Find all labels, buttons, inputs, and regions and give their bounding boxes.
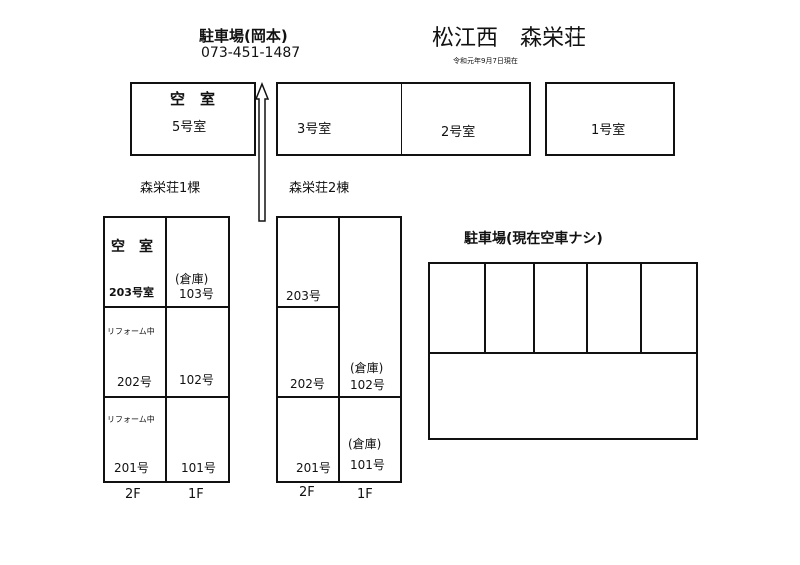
b1-r201-status: リフォーム中: [107, 415, 155, 424]
room-divider: [401, 83, 403, 155]
room-3-label: 3号室: [297, 122, 332, 137]
parking-space-divider: [484, 264, 486, 353]
b1-r202-label: 202号: [117, 375, 152, 389]
b2-r101-note: (倉庫): [348, 437, 382, 451]
b1-floor-1f: 1F: [188, 487, 204, 502]
b1-r203-status: 空 室: [111, 239, 153, 255]
room-1: 1号室: [545, 82, 675, 156]
arrow-up-icon: [254, 82, 270, 222]
b2-floor-2f: 2F: [299, 485, 315, 500]
b1-floor-2f: 2F: [125, 487, 141, 502]
parking-lot-label: 駐車場(現在空車ナシ): [464, 231, 603, 247]
room-2-label: 2号室: [441, 125, 476, 140]
building-1: 空 室 203号室 (倉庫) 103号 リフォーム中 202号 102号 リフォ…: [103, 216, 230, 483]
room-1-label: 1号室: [591, 123, 626, 138]
parking-lot: [428, 262, 698, 440]
b1-r103-note: (倉庫): [175, 272, 209, 286]
b2-r102-label: 102号: [350, 378, 385, 392]
b2-r102-note: (倉庫): [350, 361, 384, 375]
building-1-label: 森栄荘1棵: [140, 181, 201, 196]
b1-r102-label: 102号: [179, 373, 214, 387]
rooms-1-3-block: 3号室 2号室: [276, 82, 531, 156]
room-5-status: 空 室: [170, 90, 216, 108]
phone-number: 073-451-1487: [201, 45, 301, 61]
b2-r101-label: 101号: [350, 458, 385, 472]
b1-r203-label: 203号室: [109, 286, 154, 299]
room-5: 空 室 5号室: [130, 82, 256, 156]
b2-r203-label: 203号: [286, 289, 321, 303]
building-2-label: 森栄荘2棟: [289, 181, 350, 196]
b1-r103-label: 103号: [179, 287, 214, 301]
parking-space-divider: [640, 264, 642, 353]
page-title: 松江西 森栄荘: [432, 26, 587, 51]
b2-floor-1f: 1F: [357, 487, 373, 502]
b1-r101-label: 101号: [181, 461, 216, 475]
b2-r201-label: 201号: [296, 461, 331, 475]
parking-space-divider: [533, 264, 535, 353]
building-2: 203号 202号 (倉庫) 102号 201号 (倉庫) 101号: [276, 216, 402, 483]
parking-owner-label: 駐車場(岡本): [199, 27, 288, 45]
date-label: 令和元年9月7日現在: [453, 57, 518, 65]
b1-r201-label: 201号: [114, 461, 149, 475]
room-5-label: 5号室: [172, 120, 207, 135]
b2-r202-label: 202号: [290, 377, 325, 391]
parking-space-divider: [586, 264, 588, 353]
b1-r202-status: リフォーム中: [107, 327, 155, 336]
